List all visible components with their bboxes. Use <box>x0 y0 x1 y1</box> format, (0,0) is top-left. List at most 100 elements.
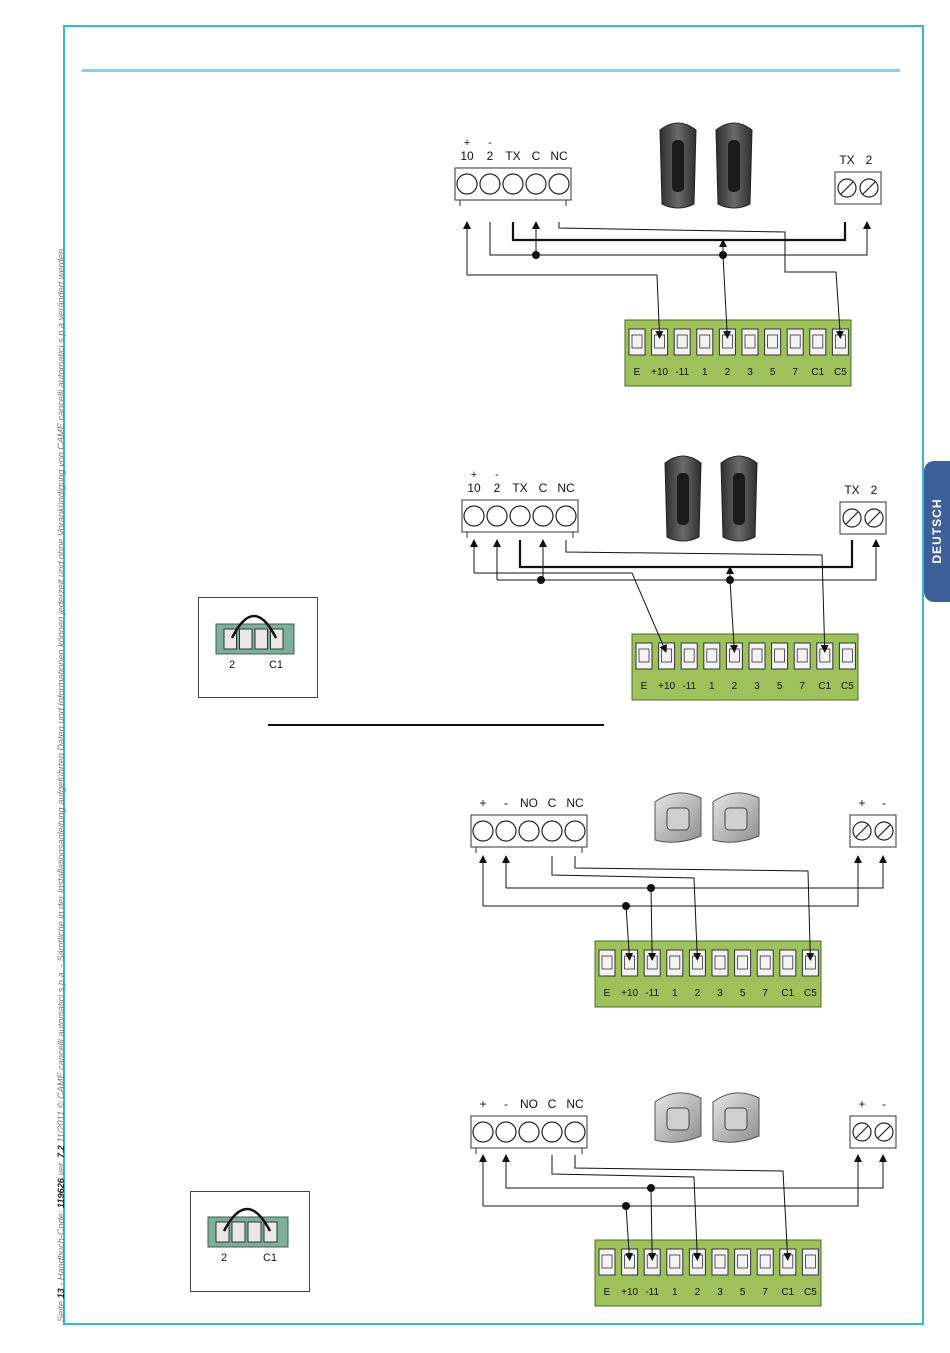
jumper-label-2: 2 <box>221 1252 227 1264</box>
board-label-5: 5 <box>777 681 783 692</box>
board-screw-4 <box>759 1254 771 1269</box>
board-screw-2 <box>774 648 785 663</box>
board-label--11: -11 <box>675 367 689 378</box>
tx-label-+: + <box>858 1097 865 1111</box>
board-terminal-1 <box>786 328 804 356</box>
rx-label-NC: NC <box>550 149 568 163</box>
language-tab[interactable]: DEUTSCH <box>924 461 950 602</box>
board-terminal-3 <box>779 949 797 977</box>
board-screw-2 <box>683 648 695 663</box>
wire <box>551 1155 702 1261</box>
board-terminal-4 <box>734 1248 752 1276</box>
rx-terminal-hole <box>463 505 485 527</box>
wire <box>467 274 664 339</box>
board-terminal-1 <box>809 328 827 356</box>
wire <box>574 1155 792 1261</box>
photocell-lens-icon <box>672 140 684 192</box>
rx-terminal-hole <box>509 505 531 527</box>
rx-terminal-hole <box>486 505 508 527</box>
wire <box>729 579 738 653</box>
board-label-3: 3 <box>747 367 753 378</box>
jumper-terminal <box>231 1221 246 1243</box>
photocell-lens-icon <box>728 140 740 192</box>
board-screw-2 <box>751 648 763 663</box>
board-terminal-3 <box>666 949 684 977</box>
board-terminal-4 <box>598 1248 616 1276</box>
board-label-3: 3 <box>717 1287 723 1298</box>
wire <box>551 856 702 961</box>
rx-polarity: - <box>495 469 499 481</box>
board-screw-4 <box>601 1254 613 1269</box>
wire <box>489 221 871 256</box>
rx-polarity: - <box>488 137 492 149</box>
rx-terminal-hole <box>525 173 547 195</box>
wire <box>483 855 862 907</box>
board-label-2: 2 <box>695 1287 701 1298</box>
board-label-2: 2 <box>695 988 701 999</box>
junction-dot <box>532 251 540 259</box>
board-label-C1: C1 <box>818 681 831 692</box>
board-terminal-2 <box>771 642 789 670</box>
board-label-C1: C1 <box>811 367 824 378</box>
board-terminal-3 <box>734 949 752 977</box>
board-label--11: -11 <box>682 681 696 692</box>
jumper-terminal <box>247 1221 262 1243</box>
photocell-face-icon <box>724 1107 748 1131</box>
rx-polarity: + <box>464 137 470 149</box>
wire-bus <box>511 222 847 242</box>
tx-screw-slot <box>877 1125 891 1139</box>
wire <box>506 855 887 889</box>
board-screw-3 <box>669 955 681 970</box>
jumper-wire <box>222 1207 272 1232</box>
rx-label-C: C <box>548 796 557 810</box>
board-label-+10: +10 <box>621 1287 638 1298</box>
wire-bus <box>518 540 854 569</box>
board-label--11: -11 <box>645 988 659 999</box>
board-label-1: 1 <box>709 681 715 692</box>
board-screw-2 <box>638 648 650 663</box>
board-terminal-4 <box>666 1248 684 1276</box>
board-screw-4 <box>805 1254 816 1269</box>
header-rule <box>82 69 900 72</box>
board-screw-1 <box>676 334 688 349</box>
tx-label-2: 2 <box>866 153 873 167</box>
tx-screw-slot <box>845 511 859 525</box>
board-terminal-2 <box>703 642 721 670</box>
tx-label-+: + <box>858 796 865 810</box>
rx-terminal-hole <box>532 505 554 527</box>
rx-terminal-hole <box>541 820 563 842</box>
board-label-C5: C5 <box>804 988 817 999</box>
jumper-label-c1: C1 <box>263 1252 277 1264</box>
board-label-3: 3 <box>754 681 760 692</box>
rx-polarity: + <box>471 469 477 481</box>
rx-label-TX: TX <box>512 481 527 495</box>
board-terminal-3 <box>756 949 774 977</box>
board-screw-1 <box>631 334 643 349</box>
tx-screw-slot <box>862 181 876 195</box>
board-screw-3 <box>759 955 771 970</box>
rx-terminal-hole <box>555 505 577 527</box>
rx-terminal-hole <box>541 1121 563 1143</box>
tx-label-2: 2 <box>871 483 878 497</box>
rx-terminal-hole <box>456 173 478 195</box>
board-screw-4 <box>714 1254 726 1269</box>
board-label-C5: C5 <box>841 681 854 692</box>
junction-dot <box>719 251 727 259</box>
wire <box>648 887 657 961</box>
board-screw-2 <box>796 648 808 663</box>
junction-dot <box>726 576 734 584</box>
rx-label-C: C <box>532 149 541 163</box>
photocell-face-icon <box>724 807 748 831</box>
jumper-label-2: 2 <box>229 659 235 671</box>
rx-label-NC: NC <box>566 1097 584 1111</box>
rx-terminal-hole <box>518 820 540 842</box>
rx-label-10: 10 <box>467 481 481 495</box>
rx-label-10: 10 <box>460 149 474 163</box>
tx-screw-slot <box>855 1125 869 1139</box>
wire <box>565 540 829 653</box>
board-label-E: E <box>634 367 641 378</box>
board-label-7: 7 <box>762 1287 768 1298</box>
board-terminal-4 <box>801 1248 819 1276</box>
